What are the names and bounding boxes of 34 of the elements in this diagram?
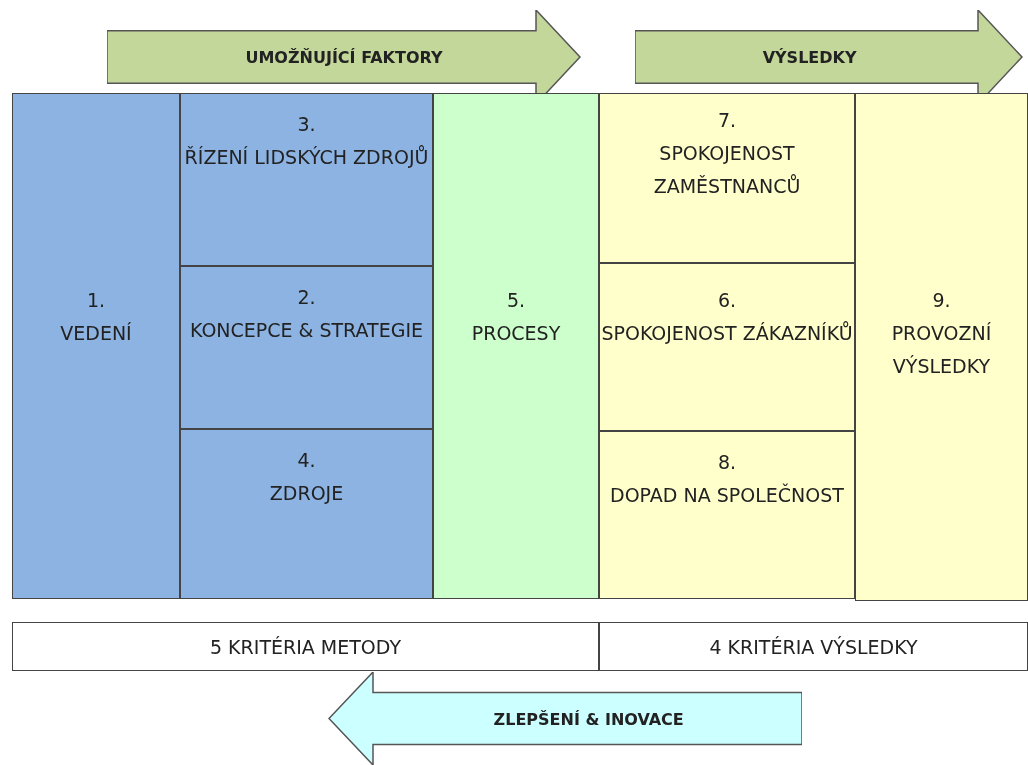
arrow-label: ZLEPŠENÍ & INOVACE [493, 709, 684, 728]
criterion-box [180, 266, 433, 429]
criterion-number: 7. [716, 108, 738, 133]
criterion-box [433, 93, 599, 599]
criterion-number: 5. [505, 288, 527, 313]
criterion-title: SPOKOJENOST ZÁKAZNÍKŮ [600, 320, 854, 346]
criterion-number: 4. [296, 448, 317, 473]
summary-bar [599, 622, 1028, 671]
criterion-title: KONCEPCE & STRATEGIE [188, 318, 424, 343]
criterion-number: 2. [296, 285, 317, 310]
criterion-title: ŘÍZENÍ LIDSKÝCH ZDROJŮ [183, 144, 430, 170]
criterion-box [180, 93, 433, 266]
summary-label: 4 KRITÉRIA VÝSLEDKY [709, 635, 918, 658]
criterion-box [599, 93, 855, 263]
summary-bar [12, 622, 599, 671]
criterion-title: SPOKOJENOST ZAMĚSTNANCŮ [652, 141, 802, 199]
criterion-title: ZDROJE [268, 481, 345, 506]
criterion-box [12, 93, 180, 599]
arrow-label: VÝSLEDKY [762, 47, 857, 67]
criterion-number: 6. [716, 288, 738, 313]
criterion-number: 9. [931, 288, 952, 313]
criterion-number: 1. [85, 288, 107, 313]
criterion-number: 8. [716, 450, 738, 475]
criterion-box [599, 263, 855, 431]
summary-label: 5 KRITÉRIA METODY [210, 635, 401, 658]
criterion-title: PROCESY [470, 321, 562, 346]
criterion-box [855, 93, 1028, 601]
criterion-title: PROVOZNÍ VÝSLEDKY [890, 321, 993, 379]
criterion-box [599, 431, 855, 599]
criterion-number: 3. [296, 112, 317, 137]
criterion-box [180, 429, 433, 599]
arrow-label: UMOŽŇUJÍCÍ FAKTORY [245, 47, 443, 67]
criterion-title: DOPAD NA SPOLEČNOST [609, 482, 845, 508]
criterion-title: VEDENÍ [59, 321, 133, 346]
